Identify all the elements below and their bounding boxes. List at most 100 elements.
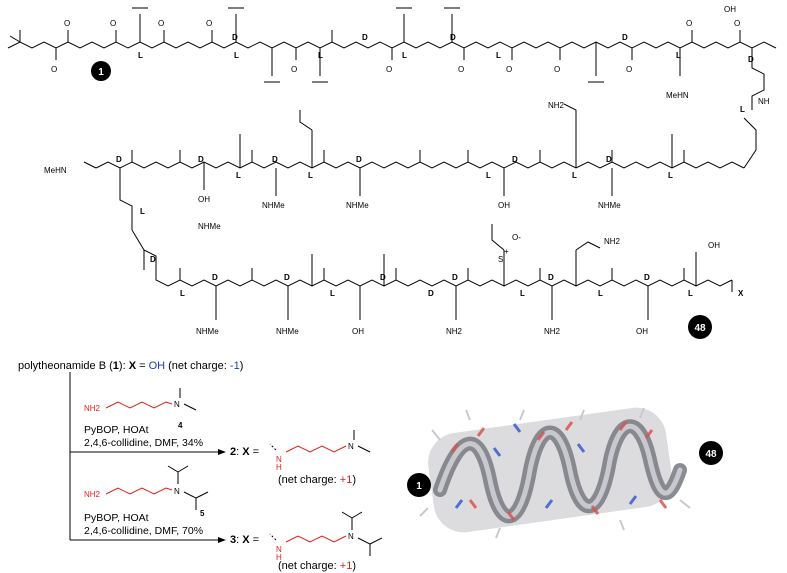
product-3-nh-n: N (276, 545, 282, 554)
product-2-nh-h: H (276, 463, 282, 472)
stereo-label: D (212, 273, 218, 282)
atom-sulfoxide-plus: + (504, 247, 509, 256)
product-3-number: 3 (230, 534, 237, 546)
residue-badge-1: 1 (91, 61, 111, 81)
stereo-label: L (236, 171, 241, 180)
atom-oh: OH (352, 327, 364, 336)
stereo-label: D (150, 255, 156, 264)
compound-name: polytheonamide B ( (18, 360, 113, 372)
atom-oh: OH (498, 201, 510, 210)
net-charge-close: ) (239, 360, 244, 372)
stereo-label: D (272, 155, 278, 164)
model-badge-48: 48 (699, 441, 723, 465)
atom-o: O (51, 65, 57, 74)
atom-o: O (291, 65, 297, 74)
stereo-label: D (622, 33, 628, 42)
stereo-labels: L D L L D L D L D L D L D D L D L D L D … (116, 33, 754, 298)
stereo-label: L (234, 51, 239, 60)
residue-badge-48: 48 (688, 315, 712, 339)
atom-nhme: NHMe (262, 201, 285, 210)
amine-5-number: 5 (200, 509, 205, 518)
svg-text:48: 48 (705, 449, 717, 460)
stereo-label: D (362, 33, 368, 42)
stereo-label: D (512, 155, 518, 164)
atom-nhme: NHMe (196, 327, 219, 336)
svg-text:48: 48 (694, 323, 706, 334)
stereo-label: D (450, 33, 456, 42)
reagents-step-2: PyBOP, HOAt 2,4,6-collidine, DMF, 70% (84, 512, 203, 538)
atom-oh: OH (708, 241, 720, 250)
atom-labels: O O O O O O O O O O O O O OH MeHN NH MeH… (44, 5, 770, 336)
stereo-label: D (284, 273, 290, 282)
reagents-line-1: PyBOP, HOAt (84, 424, 149, 436)
net-charge-open: (net charge: (278, 474, 340, 486)
stereo-label: D (606, 155, 612, 164)
net-charge-value: +1 (339, 474, 353, 486)
stereo-label: D (356, 155, 362, 164)
stereo-label: L (402, 51, 407, 60)
stereo-label: L (676, 51, 681, 60)
stereo-label: L (318, 51, 323, 60)
atom-o: O (110, 19, 116, 28)
helix-model (419, 407, 691, 539)
stereo-label: D (748, 55, 754, 64)
stereo-label: L (180, 289, 185, 298)
backbone-row-3 (131, 224, 733, 320)
x-label: X (128, 360, 137, 372)
stereo-label: D (428, 289, 434, 298)
net-charge-open: (net charge: (278, 560, 340, 572)
atom-o: O (206, 19, 212, 28)
svg-text:1: 1 (98, 67, 104, 78)
stereo-label: D (380, 273, 386, 282)
atom-nhme: NHMe (346, 201, 369, 210)
net-charge-value: +1 (339, 560, 353, 572)
stereo-label: D (232, 33, 238, 42)
product-2-n: N (348, 442, 354, 451)
atom-nh: NH (758, 97, 770, 106)
atom-oh: OH (724, 5, 736, 14)
product-3-n: N (348, 532, 354, 541)
atom-s: S (498, 255, 503, 264)
reagents-line-2: 2,4,6-collidine, DMF, 70% (84, 525, 204, 537)
stereo-label: L (330, 289, 335, 298)
reaction-arrows (69, 372, 226, 543)
stereo-label: L (572, 171, 577, 180)
product-2-eq: = (249, 446, 260, 458)
product-3-nh-h: H (276, 553, 282, 562)
atom-o: O (158, 19, 164, 28)
reagents-line-2: 2,4,6-collidine, DMF, 34% (84, 437, 204, 449)
atom-o: O (386, 65, 392, 74)
compound-caption: polytheonamide B (1): X = OH (net charge… (18, 360, 243, 372)
stereo-label: L (668, 171, 673, 180)
reagents-line-1: PyBOP, HOAt (84, 512, 149, 524)
stereo-label: L (486, 171, 491, 180)
amine-4-nh2: NH2 (84, 404, 101, 413)
reagents-step-1: PyBOP, HOAt 2,4,6-collidine, DMF, 34% (84, 424, 203, 450)
compound-number: 1 (112, 360, 119, 372)
product-3-label: 3: X = (230, 534, 260, 546)
product-3-x: X (242, 534, 250, 546)
atom-o: O (686, 19, 692, 28)
atom-nhme: NHMe (276, 327, 299, 336)
amine-5-nh2: NH2 (84, 490, 101, 499)
atom-methylamide: MeHN (44, 166, 67, 175)
stereo-label: L (496, 51, 501, 60)
atom-oh: OH (198, 195, 210, 204)
stereo-label: L (138, 51, 143, 60)
backbone-row-2 (83, 103, 757, 230)
amine-4-n: N (174, 400, 180, 409)
product-3-eq: = (249, 534, 260, 546)
net-charge-open: (net charge: (165, 360, 230, 372)
stereo-label: D (644, 273, 650, 282)
atom-methylamide: MeHN (666, 91, 689, 100)
atom-nh2: NH2 (604, 237, 621, 246)
caption-separator: ): (118, 360, 129, 372)
net-charge-value: -1 (229, 360, 240, 372)
net-charge-close: ) (352, 474, 356, 486)
stereo-label: L (308, 171, 313, 180)
product-2-number: 2 (230, 446, 237, 458)
equals-sign: = (136, 360, 149, 372)
atom-o: O (554, 65, 560, 74)
svg-text:1: 1 (416, 481, 422, 492)
